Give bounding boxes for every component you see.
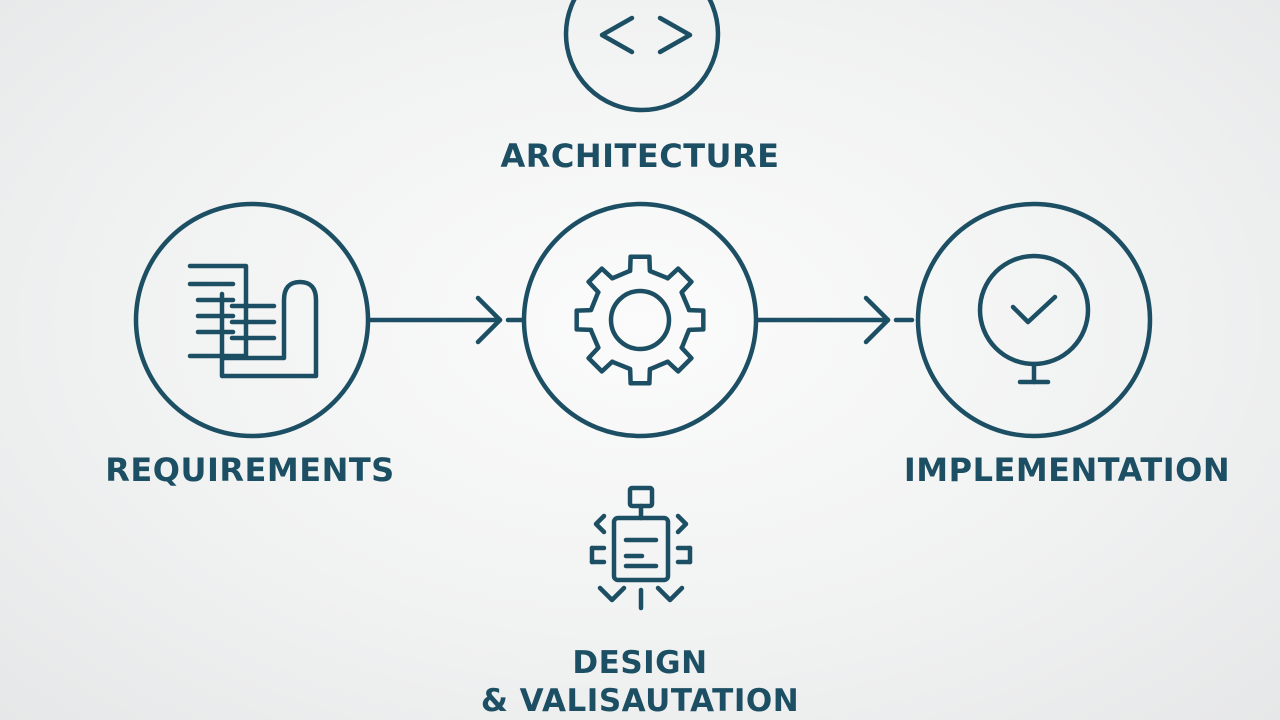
code-brackets-icon	[599, 15, 693, 55]
connector-requirements-design	[367, 295, 525, 345]
validation-label: DESIGN & VALISAUTATION	[440, 644, 840, 720]
connector-design-implementation	[755, 295, 915, 345]
gear-outline	[574, 254, 706, 386]
requirements-node	[133, 201, 371, 439]
validation-label-line1: DESIGN	[572, 645, 708, 681]
arrow-head-icon	[863, 295, 891, 345]
monitor-check-icon	[977, 253, 1091, 385]
requirements-label: REQUIREMENTS	[105, 451, 395, 489]
implementation-label: IMPLEMENTATION	[903, 451, 1231, 489]
design-circle	[521, 201, 759, 439]
gear-icon	[574, 254, 706, 386]
arrow-head-icon	[475, 295, 503, 345]
circuit-chip-icon	[589, 485, 693, 611]
architecture-label: ARCHITECTURE	[500, 137, 780, 175]
implementation-node	[915, 201, 1153, 439]
documents-icon	[187, 263, 319, 379]
validation-label-line2: & VALISAUTATION	[480, 683, 800, 719]
architecture-node	[563, 0, 721, 113]
architecture-circle	[563, 0, 721, 113]
gear-hub	[608, 288, 672, 352]
implementation-circle	[915, 201, 1153, 439]
design-node	[521, 201, 759, 439]
validation-node	[589, 485, 693, 611]
